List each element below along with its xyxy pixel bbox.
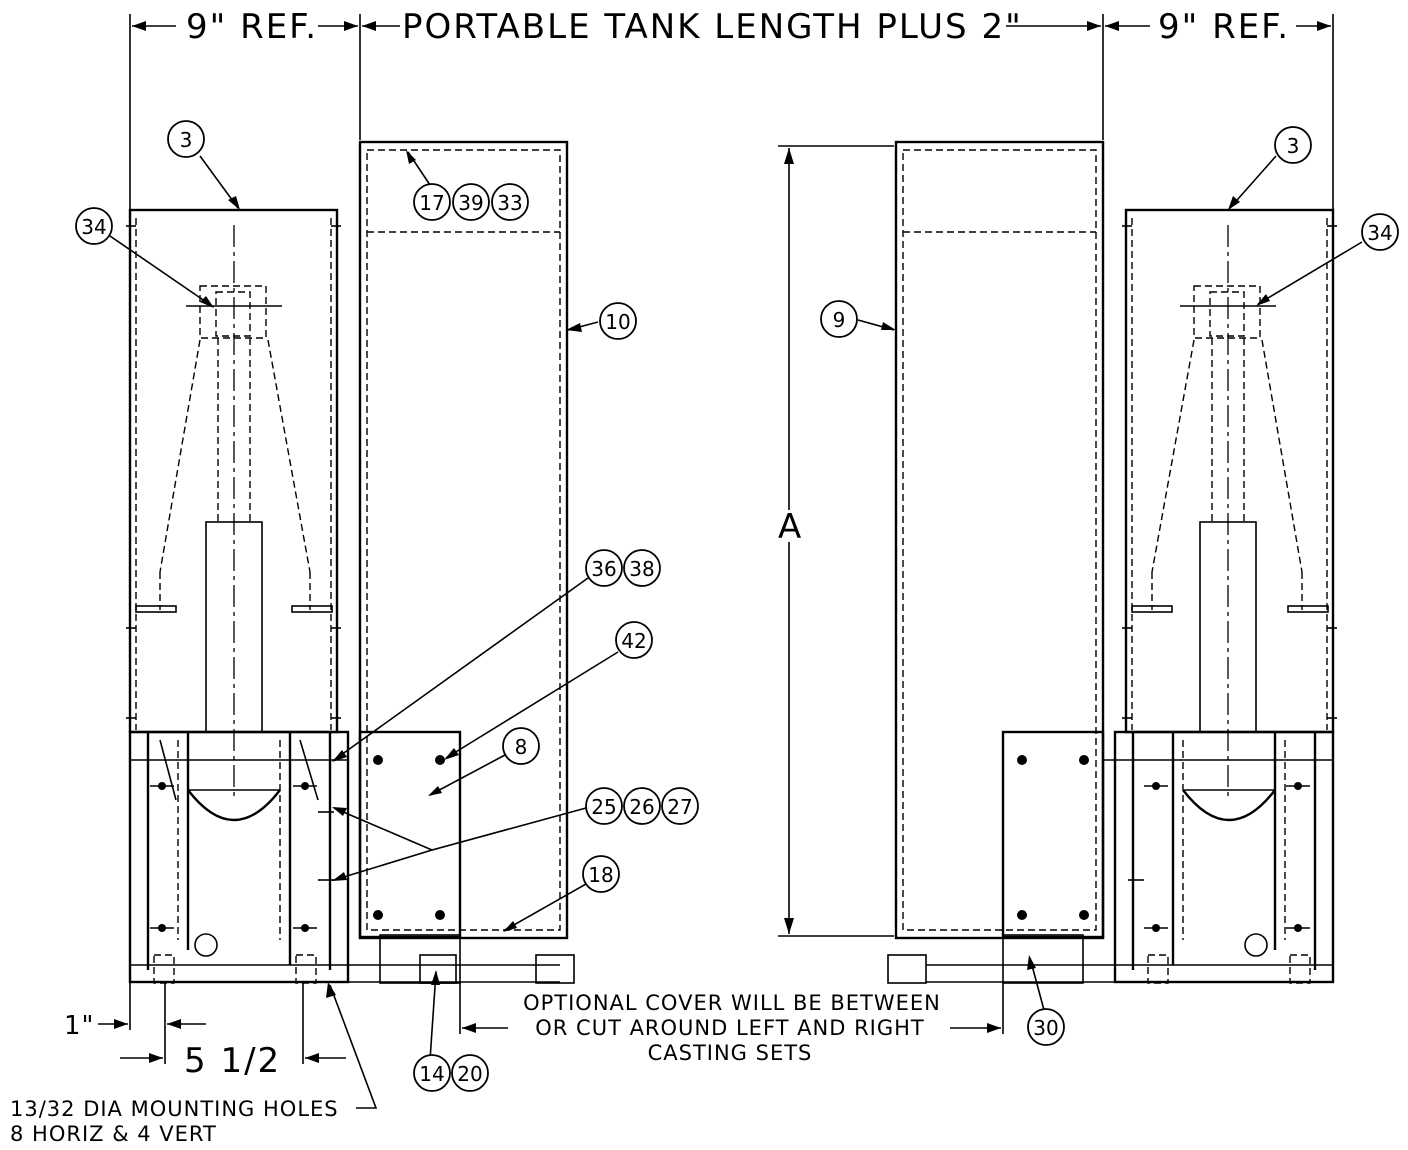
svg-text:27: 27 [667, 795, 692, 819]
svg-text:42: 42 [621, 629, 646, 653]
callout-38: 38 [623, 549, 661, 587]
dim-height-a: A [778, 507, 803, 547]
svg-text:3: 3 [1287, 134, 1300, 158]
notes: OPTIONAL COVER WILL BE BETWEEN OR CUT AR… [10, 982, 941, 1146]
svg-text:33: 33 [497, 191, 522, 215]
note-optional-cover-1: OPTIONAL COVER WILL BE BETWEEN [523, 991, 941, 1015]
callout-8: 8 [502, 727, 540, 765]
svg-text:17: 17 [419, 191, 444, 215]
svg-text:34: 34 [1367, 221, 1392, 245]
callout-34-right: 34 [1361, 213, 1399, 251]
svg-text:10: 10 [605, 310, 630, 334]
dim-offset-1in: 1" [64, 1011, 95, 1041]
left-casting-assembly [126, 208, 560, 984]
right-casting-assembly [926, 208, 1337, 984]
dim-left-ref: 9" REF. [186, 7, 318, 47]
callout-3-left: 3 [167, 120, 205, 158]
left-tank-panel [358, 140, 575, 984]
svg-text:9: 9 [833, 308, 846, 332]
callout-36: 36 [585, 549, 623, 587]
svg-text:26: 26 [629, 795, 654, 819]
svg-text:18: 18 [588, 863, 613, 887]
dim-tank-length: PORTABLE TANK LENGTH PLUS 2" [402, 7, 1023, 47]
note-mounting-holes-2: 8 HORIZ & 4 VERT [10, 1122, 217, 1146]
callout-33: 33 [491, 183, 529, 221]
callout-17: 17 [413, 183, 451, 221]
callout-42: 42 [615, 621, 653, 659]
callout-39: 39 [452, 183, 490, 221]
callout-27: 27 [661, 787, 699, 825]
svg-text:14: 14 [419, 1062, 444, 1086]
svg-text:38: 38 [629, 557, 654, 581]
svg-text:34: 34 [81, 215, 106, 239]
leaders [109, 150, 1363, 1061]
height-dimension: A [778, 145, 894, 937]
callout-25: 25 [585, 787, 623, 825]
right-tank-panel [887, 140, 1105, 984]
svg-text:25: 25 [591, 795, 616, 819]
dim-right-ref: 9" REF. [1158, 7, 1290, 47]
svg-text:20: 20 [457, 1062, 482, 1086]
callout-30: 30 [1027, 1008, 1065, 1046]
note-optional-cover-3: CASTING SETS [648, 1041, 813, 1065]
bottom-dimensions: 1" 5 1/2 [64, 982, 1004, 1081]
callout-3-right: 3 [1274, 126, 1312, 164]
callout-34-left: 34 [75, 207, 113, 245]
top-dimension: 9" REF. PORTABLE TANK LENGTH PLUS 2" 9" … [129, 7, 1334, 212]
callout-14: 14 [413, 1054, 451, 1092]
note-optional-cover-2: OR CUT AROUND LEFT AND RIGHT [535, 1016, 925, 1040]
callout-10: 10 [599, 302, 637, 340]
svg-text:8: 8 [515, 735, 528, 759]
note-mounting-holes-1: 13/32 DIA MOUNTING HOLES [10, 1097, 339, 1121]
callout-9: 9 [820, 300, 858, 338]
svg-text:3: 3 [180, 128, 193, 152]
svg-text:30: 30 [1033, 1016, 1058, 1040]
callout-26: 26 [623, 787, 661, 825]
callout-18: 18 [582, 855, 620, 893]
dim-spacing-5-1-2: 5 1/2 [184, 1041, 281, 1081]
svg-text:36: 36 [591, 557, 616, 581]
svg-text:39: 39 [458, 191, 483, 215]
callout-20: 20 [451, 1054, 489, 1092]
